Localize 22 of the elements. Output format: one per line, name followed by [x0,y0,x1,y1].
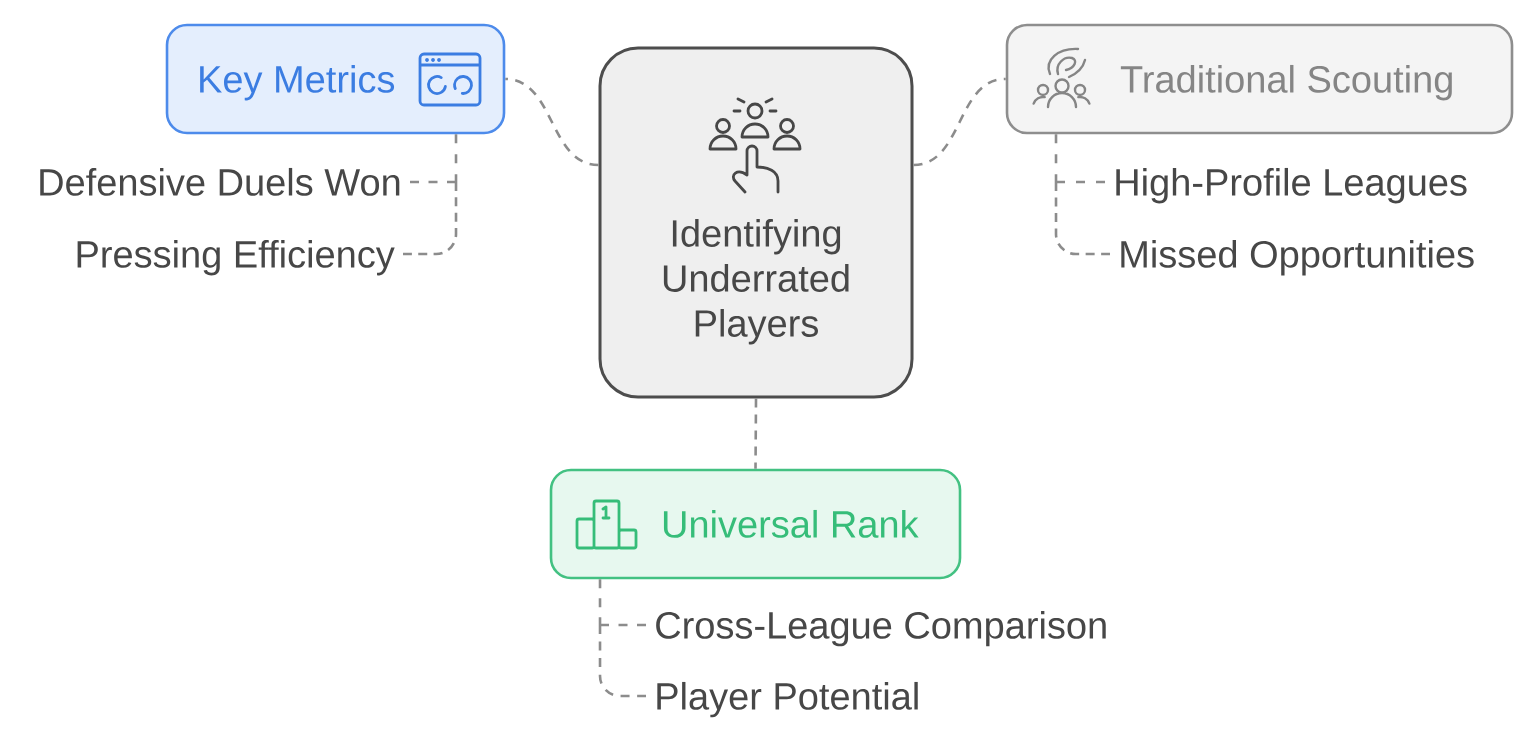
category-box: Universal Rank [549,468,962,580]
dashed-connector [600,623,646,627]
branch-label: Defensive Duels Won [40,167,400,196]
dashed-connector [754,398,758,469]
category-box: Key Metrics [165,23,506,135]
branch-label: Pressing Efficiency [77,239,395,276]
dashed-connector [598,625,646,698]
dashed-connector [410,180,456,184]
dashed-connector [598,579,602,625]
topic-box: Identifying Underrated Players [598,46,914,399]
dashed-connector [454,134,458,182]
branch-label: Cross-League Comparison [656,610,1106,647]
dashed-connector [1054,182,1110,256]
dashed-connector [913,77,1006,167]
branch-label: High-Profile Leagues [1116,167,1467,204]
dashed-connector [403,182,458,256]
category-box: Traditional Scouting [1005,23,1514,135]
branch-label: Player Potential [657,681,918,718]
branch-label: Missed Opportunities [1121,239,1474,276]
dashed-connector [505,77,599,167]
dashed-connector [1056,180,1105,184]
dashed-connector [1054,134,1058,182]
